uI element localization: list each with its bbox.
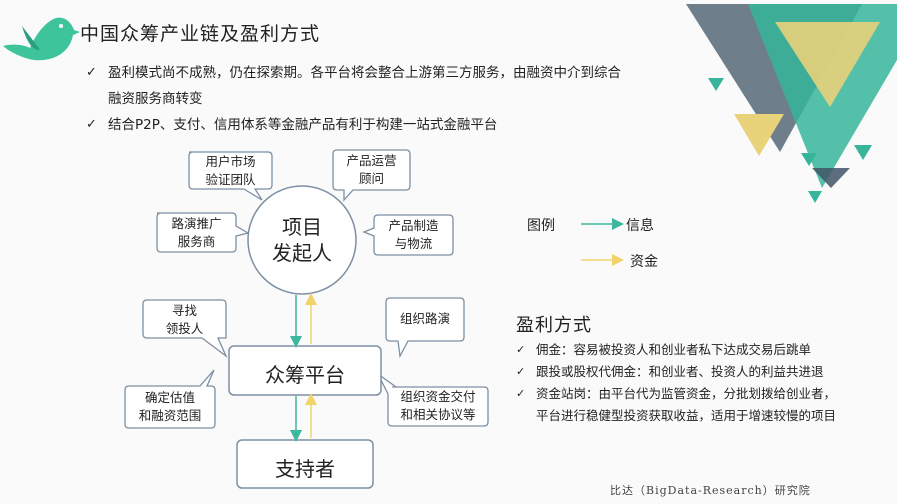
check-icon: ✓ (516, 387, 526, 400)
check-icon: ✓ (86, 65, 97, 80)
profit-list: ✓ 佣金：容易被投资人和创业者私下达成交易后跳单 ✓ 跟投或股权代佣金：和创业者… (516, 339, 886, 427)
bullet-line: 融资服务商转变 (108, 91, 203, 107)
platform-label: 众筹平台 (265, 363, 345, 387)
bullet-list: ✓ 盈利模式尚不成熟，仍在探索期。各平台将会整合上游第三方服务，由融资中介到综合… (86, 60, 686, 138)
triangle-yellow-large (775, 22, 880, 107)
profit-line: 平台进行稳健型投资获取收益，适用于增速较慢的项目 (536, 408, 837, 423)
callout-roadshow-text: 路演推广 服务商 (157, 215, 236, 251)
callout-line: 服务商 (177, 234, 216, 249)
bullet-line: 结合P2P、支付、信用体系等金融产品有利于构建一站式金融平台 (108, 117, 498, 133)
bullet-item: ✓ 盈利模式尚不成熟，仍在探索期。各平台将会整合上游第三方服务，由融资中介到综合… (86, 60, 686, 112)
check-icon: ✓ (86, 117, 97, 132)
callout-operation (332, 149, 411, 202)
callout-organize-delivery (377, 373, 489, 427)
callout-line: 产品制造 (388, 218, 439, 233)
callout-line: 组织路演 (399, 311, 450, 326)
callout-line: 组织资金交付 (400, 389, 476, 404)
callout-line: 用户市场 (205, 154, 256, 169)
supporter-label: 支持者 (275, 457, 335, 481)
callout-roadshow (156, 212, 250, 253)
callout-line: 与物流 (394, 236, 433, 251)
supporter-node (236, 439, 374, 489)
check-icon: ✓ (516, 365, 526, 378)
callout-user-market (188, 151, 273, 201)
profit-line: 佣金：容易被投资人和创业者私下达成交易后跳单 (536, 342, 812, 357)
bullet-line: 盈利模式尚不成熟，仍在探索期。各平台将会整合上游第三方服务，由融资中介到综合 (108, 65, 621, 81)
triangle-teal-a (708, 78, 724, 91)
callout-line: 寻找 (171, 303, 197, 318)
triangle-teal-b (854, 145, 872, 160)
callout-line: 顾问 (358, 171, 384, 186)
callout-organize-roadshow (385, 297, 465, 359)
callout-line: 领投人 (165, 321, 204, 336)
profit-line: 跟投或股权代佣金：和创业者、投资人的利益共进退 (536, 364, 824, 379)
profit-item: ✓ 跟投或股权代佣金：和创业者、投资人的利益共进退 (516, 361, 886, 383)
profit-item: ✓ 资金站岗：由平台代为监管资金，分批划拨给创业者， 平台进行稳健型投资获取收益… (516, 383, 886, 427)
callout-line: 和相关协议等 (400, 407, 476, 422)
callout-find-investor (142, 299, 228, 359)
legend-info-label: 信息 (626, 218, 654, 234)
callout-valuation-text: 确定估值 和融资范围 (125, 389, 215, 425)
profit-line: 资金站岗：由平台代为监管资金，分批划拨给创业者， (536, 386, 837, 401)
triangle-teal-c (801, 153, 817, 166)
bullet-item: ✓ 结合P2P、支付、信用体系等金融产品有利于构建一站式金融平台 (86, 112, 686, 138)
callout-line: 确定估值 (144, 390, 195, 405)
callout-operation-text: 产品运营 顾问 (333, 152, 410, 188)
callout-find-investor-text: 寻找 领投人 (143, 302, 226, 338)
check-icon: ✓ (516, 343, 526, 356)
initiator-label: 项目 发起人 (248, 214, 356, 266)
callout-valuation (124, 369, 216, 429)
footer-source: 比达（BigData-Research）研究院 (610, 484, 811, 497)
initiator-line: 发起人 (272, 241, 332, 265)
triangle-teal-d (808, 191, 822, 203)
profit-title: 盈利方式 (516, 315, 592, 336)
initiator-node (247, 185, 357, 295)
callout-manufacture (362, 214, 454, 256)
callout-line: 和融资范围 (138, 408, 202, 423)
triangle-yellow-small (734, 114, 784, 156)
callout-user-market-text: 用户市场 验证团队 (189, 153, 272, 189)
initiator-line: 项目 (282, 215, 322, 239)
callout-organize-roadshow-text: 组织路演 (386, 310, 464, 328)
bird-logo-icon (3, 17, 80, 61)
page-title: 中国众筹产业链及盈利方式 (80, 23, 321, 45)
legend-funds-label: 资金 (630, 254, 658, 270)
profit-item: ✓ 佣金：容易被投资人和创业者私下达成交易后跳单 (516, 339, 886, 361)
callout-line: 路演推广 (171, 216, 222, 231)
triangle-slate-small (812, 168, 850, 188)
callout-line: 产品运营 (346, 153, 397, 168)
legend-title: 图例 (527, 218, 555, 234)
callout-manufacture-text: 产品制造 与物流 (374, 217, 453, 253)
callout-line: 验证团队 (205, 172, 256, 187)
callout-organize-delivery-text: 组织资金交付 和相关协议等 (388, 388, 488, 424)
